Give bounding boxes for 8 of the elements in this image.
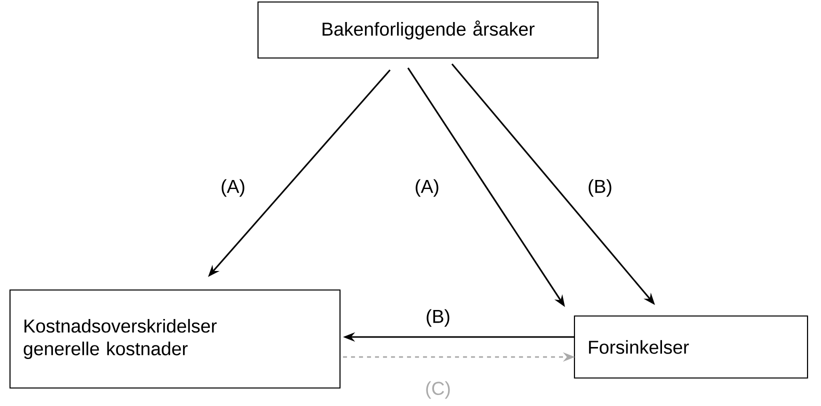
edge-label: (B)	[424, 308, 452, 328]
edge-label: (A)	[413, 178, 441, 198]
process-box: Forsinkelser	[574, 315, 808, 379]
process-box: Kostnadsoverskridelser generelle kostnader	[9, 289, 341, 389]
edge-label: (A)	[219, 178, 247, 198]
edge-label: (C)	[424, 380, 452, 400]
edge-label: (B)	[586, 178, 614, 198]
process-box: Bakenforliggende årsaker	[257, 1, 599, 59]
